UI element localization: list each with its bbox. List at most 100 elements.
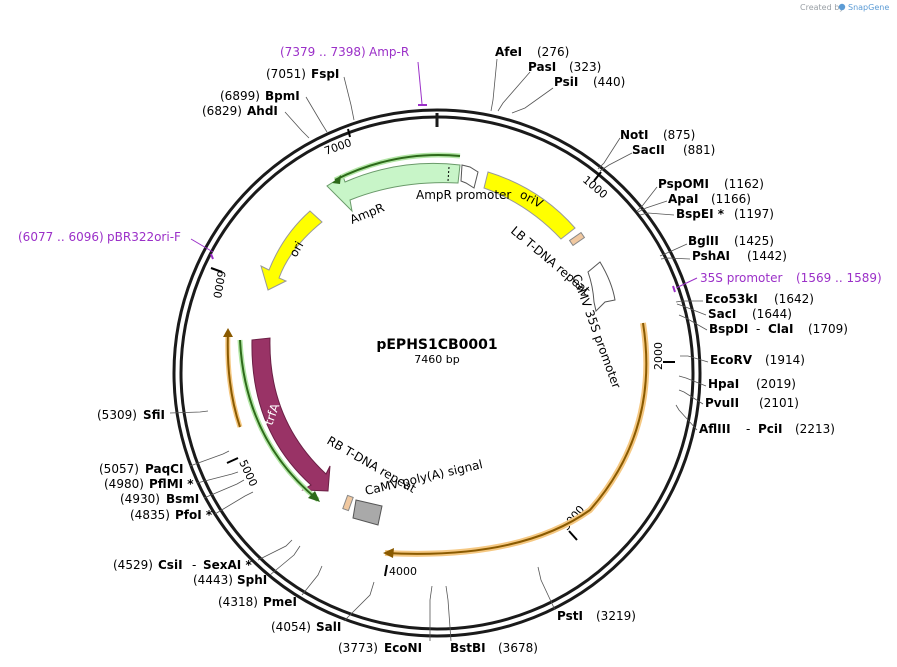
site-name: PaqCI <box>145 462 183 476</box>
site-pos: (4443) <box>193 573 233 587</box>
site-name: PmeI <box>263 595 297 609</box>
primer-mark <box>210 253 214 260</box>
site-name: PshAI <box>692 249 730 263</box>
ampr-promoter-label: AmpR promoter <box>416 188 511 202</box>
site-sep: - <box>746 422 750 436</box>
site-name: CsiI <box>158 558 183 572</box>
site-leader <box>497 71 531 112</box>
site-name: NotI <box>620 128 649 142</box>
ampr-label: AmpR <box>348 200 386 226</box>
site-name: ApaI <box>668 192 698 206</box>
site-pos: (4318) <box>218 595 258 609</box>
credit-brand: SnapGene <box>848 3 889 12</box>
site-leader <box>676 303 707 316</box>
site-leader <box>678 314 708 331</box>
site-pos: (1914) <box>765 353 805 367</box>
site-leader <box>214 491 254 515</box>
site-pos: (7051) <box>266 67 306 81</box>
site-name: AfeI <box>495 45 522 59</box>
site-pos: (1442) <box>747 249 787 263</box>
site-sep: - <box>192 558 196 572</box>
primers: (7379 .. 7398) Amp-R (6077 .. 6096) pBR3… <box>18 45 882 293</box>
site-name: BglII <box>688 234 719 248</box>
tick-mark <box>568 530 578 541</box>
site-name: EcoNI <box>384 641 422 655</box>
primer-leader <box>417 61 423 105</box>
tick-label: 2000 <box>652 342 665 370</box>
site-leader <box>597 137 621 170</box>
rb-repeat-box <box>342 494 354 512</box>
ampr-arrow <box>326 162 461 213</box>
tick-label: 6000 <box>210 269 228 299</box>
site-name: Eco53kI <box>705 292 758 306</box>
ampr-orf-line <box>334 154 461 181</box>
trfa-arrow <box>251 337 331 492</box>
site-leader <box>305 96 328 133</box>
site-leader <box>490 58 498 112</box>
site-leader <box>189 450 230 467</box>
site-leader <box>511 87 554 114</box>
site-sep: - <box>756 322 760 336</box>
site-name: HpaI <box>708 377 739 391</box>
site-leader <box>659 243 688 257</box>
site-pos: (440) <box>593 75 625 89</box>
plasmid-size: 7460 bp <box>414 353 459 366</box>
site-leader <box>675 300 703 303</box>
primer-pbr322-name: pBR322ori-F <box>107 230 181 244</box>
site-pos: (3219) <box>596 609 636 623</box>
site-name: SacII <box>632 143 665 157</box>
site-pos: (3773) <box>338 641 378 655</box>
orf-large-head <box>383 548 394 558</box>
site-pos: (875) <box>663 128 695 142</box>
ori-label: ori <box>286 239 306 260</box>
site-pos: (2101) <box>759 396 799 410</box>
site-leader <box>680 355 709 363</box>
site-name: SalI <box>316 620 341 634</box>
oriv-arrow <box>483 171 576 240</box>
site-leader <box>599 152 633 172</box>
site-pos: (323) <box>569 60 601 74</box>
site-leader <box>269 545 301 576</box>
site-name: SacI <box>708 307 736 321</box>
features <box>223 152 650 558</box>
site-leader <box>284 111 310 139</box>
orf-large-line <box>384 322 648 555</box>
primer-amp-r-name: Amp-R <box>369 45 409 59</box>
site-leader <box>636 186 658 212</box>
tick-mark <box>384 564 388 577</box>
site-name: BstBI <box>450 641 486 655</box>
site-leader <box>257 539 293 561</box>
site-name: AhdI <box>247 104 278 118</box>
site-name: BsmI <box>166 492 199 506</box>
site-pos: (1644) <box>752 307 792 321</box>
ori-arrow <box>260 210 323 291</box>
site-pos: (6899) <box>220 89 260 103</box>
site-name: AflIII <box>699 422 731 436</box>
site-labels: AfeI (276) PasI (323) PsiI (440) NotI (8… <box>97 45 848 655</box>
site-leader <box>678 375 707 387</box>
site-pos: (4054) <box>271 620 311 634</box>
site-name: FspI <box>311 67 339 81</box>
site-pos: (2213) <box>795 422 835 436</box>
primer-amp-r-range: (7379 .. 7398) <box>280 45 366 59</box>
site-pos: (5309) <box>97 408 137 422</box>
site-leader <box>660 257 691 260</box>
site-leader <box>301 565 323 596</box>
site-leader <box>445 585 452 642</box>
tick-mark <box>347 128 351 138</box>
site-pos: (1425) <box>734 234 774 248</box>
site-pos: (4980) <box>104 477 144 491</box>
site-name: PsiI <box>554 75 578 89</box>
site-pos: (1197) <box>734 207 774 221</box>
site-pos: (2019) <box>756 377 796 391</box>
orf-small-head <box>223 328 233 337</box>
site-leader <box>343 581 375 622</box>
ampr-orf-head <box>332 175 341 184</box>
site-leader <box>343 76 355 121</box>
site-name: PciI <box>758 422 783 436</box>
tick-mark <box>226 457 239 464</box>
site-pos: (1642) <box>774 292 814 306</box>
site-name: BpmI <box>265 89 300 103</box>
site-pos: (4835) <box>130 508 170 522</box>
primer-leader <box>190 238 214 253</box>
